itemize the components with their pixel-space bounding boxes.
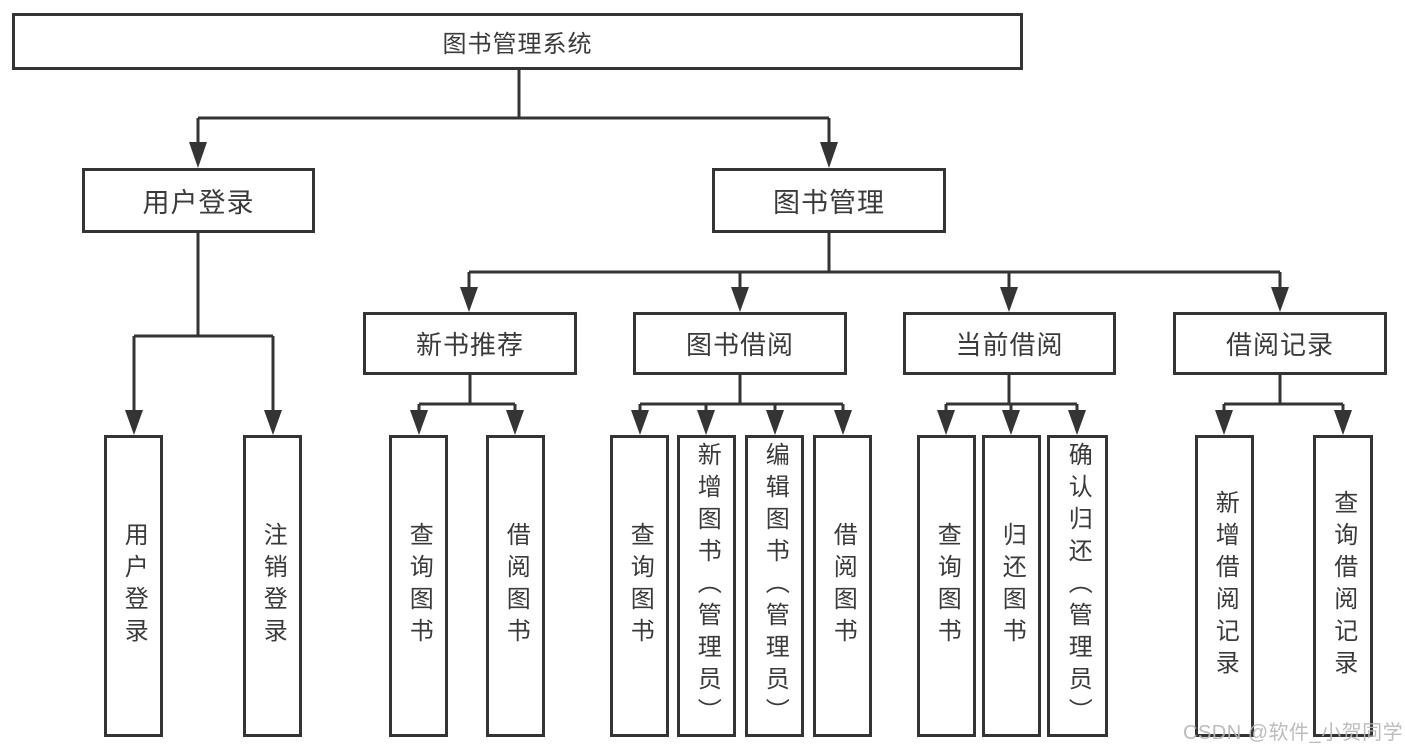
leaf-label: 新增图书（管理员） — [693, 442, 721, 730]
leaf-confirm-return-admin: 确认归还（管理员） — [1047, 435, 1108, 737]
leaf-user-login: 用户登录 — [104, 435, 163, 737]
leaf-logout: 注销登录 — [243, 435, 302, 737]
node-book-borrowing: 图书借阅 — [633, 312, 847, 375]
edge-root-to-level2 — [189, 69, 838, 168]
edge-newbook-leaves — [410, 375, 524, 435]
leaf-borrow-books: 借阅图书 — [813, 435, 872, 737]
leaf-label: 查询图书 — [626, 522, 654, 650]
edge-record-leaves — [1215, 375, 1352, 435]
leaf-label: 查询图书 — [405, 522, 433, 650]
leaf-query-books: 查询图书 — [389, 435, 448, 737]
leaf-label: 查询借阅记录 — [1329, 490, 1357, 682]
edge-borrow-leaves — [631, 375, 852, 435]
leaf-label: 用户登录 — [120, 522, 148, 650]
node-borrowing-records: 借阅记录 — [1173, 312, 1387, 375]
leaf-label: 确认归还（管理员） — [1064, 442, 1092, 730]
leaf-return-books: 归还图书 — [982, 435, 1041, 737]
node-label: 借阅记录 — [1225, 330, 1334, 360]
node-user-login: 用户登录 — [82, 168, 315, 233]
csdn-watermark: CSDN @软件_小贺同学 — [1183, 722, 1404, 744]
leaf-query-borrow-record: 查询借阅记录 — [1313, 435, 1373, 737]
leaf-query-books: 查询图书 — [917, 435, 976, 737]
node-label: 用户登录 — [142, 188, 255, 218]
leaf-label: 借阅图书 — [829, 522, 857, 650]
leaf-add-books-admin: 新增图书（管理员） — [677, 435, 736, 737]
leaf-label: 借阅图书 — [502, 522, 530, 650]
leaf-label: 编辑图书（管理员） — [761, 442, 789, 730]
node-label: 图书管理系统 — [442, 31, 593, 58]
node-label: 当前借阅 — [955, 330, 1064, 360]
node-new-book-recommend: 新书推荐 — [363, 312, 577, 375]
node-label: 图书管理 — [773, 188, 885, 218]
edge-user-login-leaves — [125, 233, 282, 435]
node-label: 图书借阅 — [685, 330, 794, 360]
node-label: 新书推荐 — [415, 330, 524, 360]
leaf-edit-books-admin: 编辑图书（管理员） — [745, 435, 804, 737]
leaf-label: 注销登录 — [259, 522, 287, 650]
edge-current-leaves — [937, 375, 1086, 435]
node-book-management: 图书管理 — [712, 168, 946, 233]
leaf-label: 归还图书 — [998, 522, 1026, 650]
leaf-label: 新增借阅记录 — [1211, 490, 1239, 682]
edge-mgmt-to-groups — [460, 233, 1289, 312]
leaf-borrow-books: 借阅图书 — [486, 435, 545, 737]
leaf-query-books: 查询图书 — [610, 435, 669, 737]
leaf-label: 查询图书 — [933, 522, 961, 650]
node-root-system: 图书管理系统 — [12, 13, 1023, 70]
node-current-borrowing: 当前借阅 — [903, 312, 1116, 375]
leaf-add-borrow-record: 新增借阅记录 — [1195, 435, 1254, 737]
